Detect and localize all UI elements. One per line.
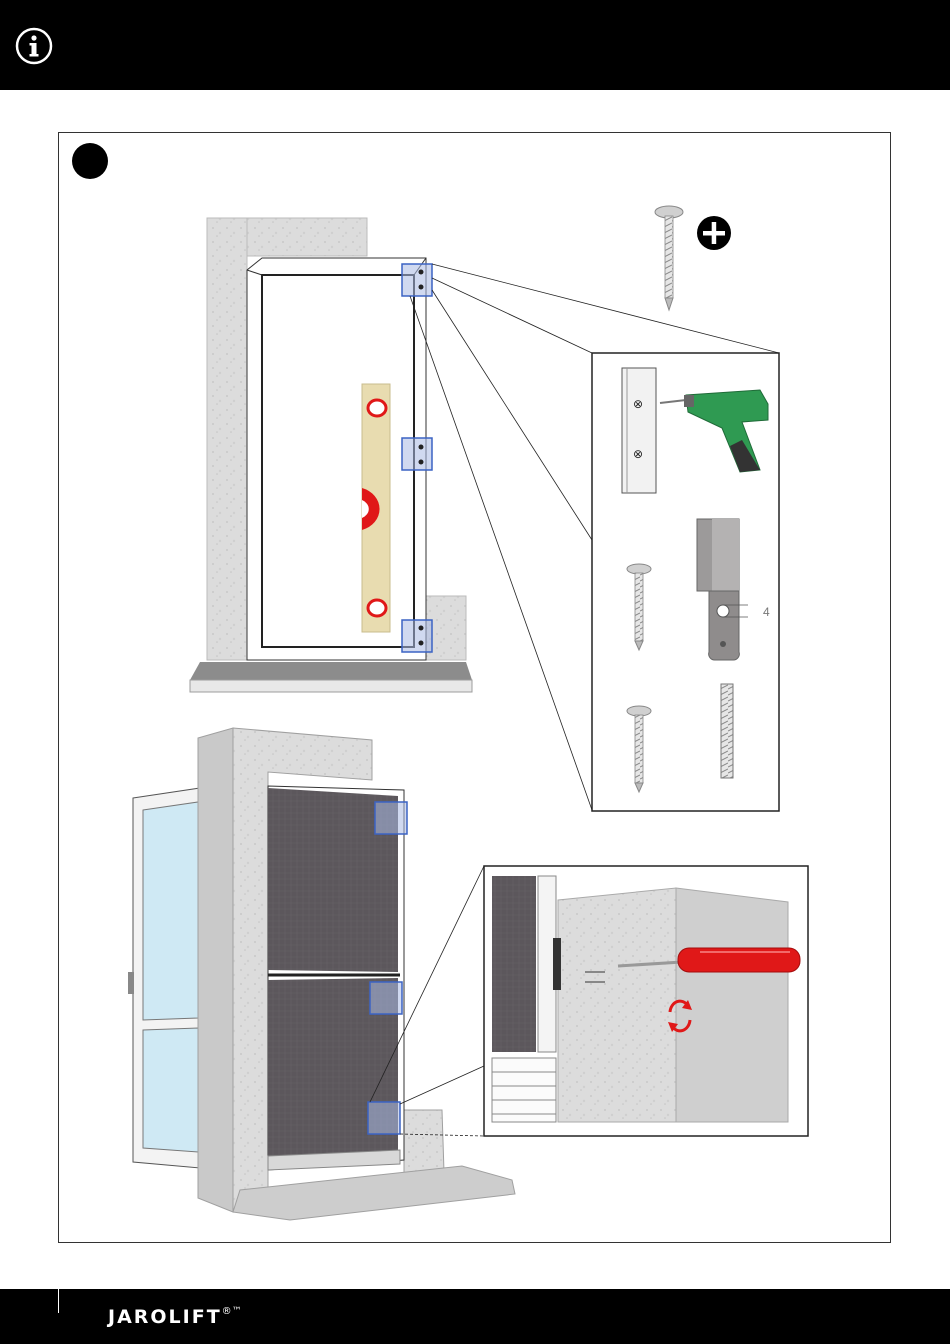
brand-logo: JAROLIFT®™ bbox=[108, 1306, 242, 1328]
screen-door-frame bbox=[247, 258, 426, 660]
screw-icon bbox=[655, 206, 683, 310]
brand-name: JAROLIFT bbox=[108, 1306, 222, 1328]
spirit-level bbox=[362, 384, 390, 632]
open-window-sash bbox=[128, 788, 200, 1168]
footer-divider bbox=[58, 1289, 59, 1313]
svg-text:⊗: ⊗ bbox=[633, 397, 643, 411]
wall-mounting-detail-box bbox=[484, 866, 808, 1136]
hole-dimension-label: 4 bbox=[763, 605, 770, 619]
blind-slats bbox=[492, 1058, 556, 1122]
svg-text:⊗: ⊗ bbox=[633, 447, 643, 461]
drill-bit-icon bbox=[721, 684, 733, 778]
brand-trademark: ®™ bbox=[222, 1306, 242, 1317]
plus-icon bbox=[697, 216, 731, 250]
